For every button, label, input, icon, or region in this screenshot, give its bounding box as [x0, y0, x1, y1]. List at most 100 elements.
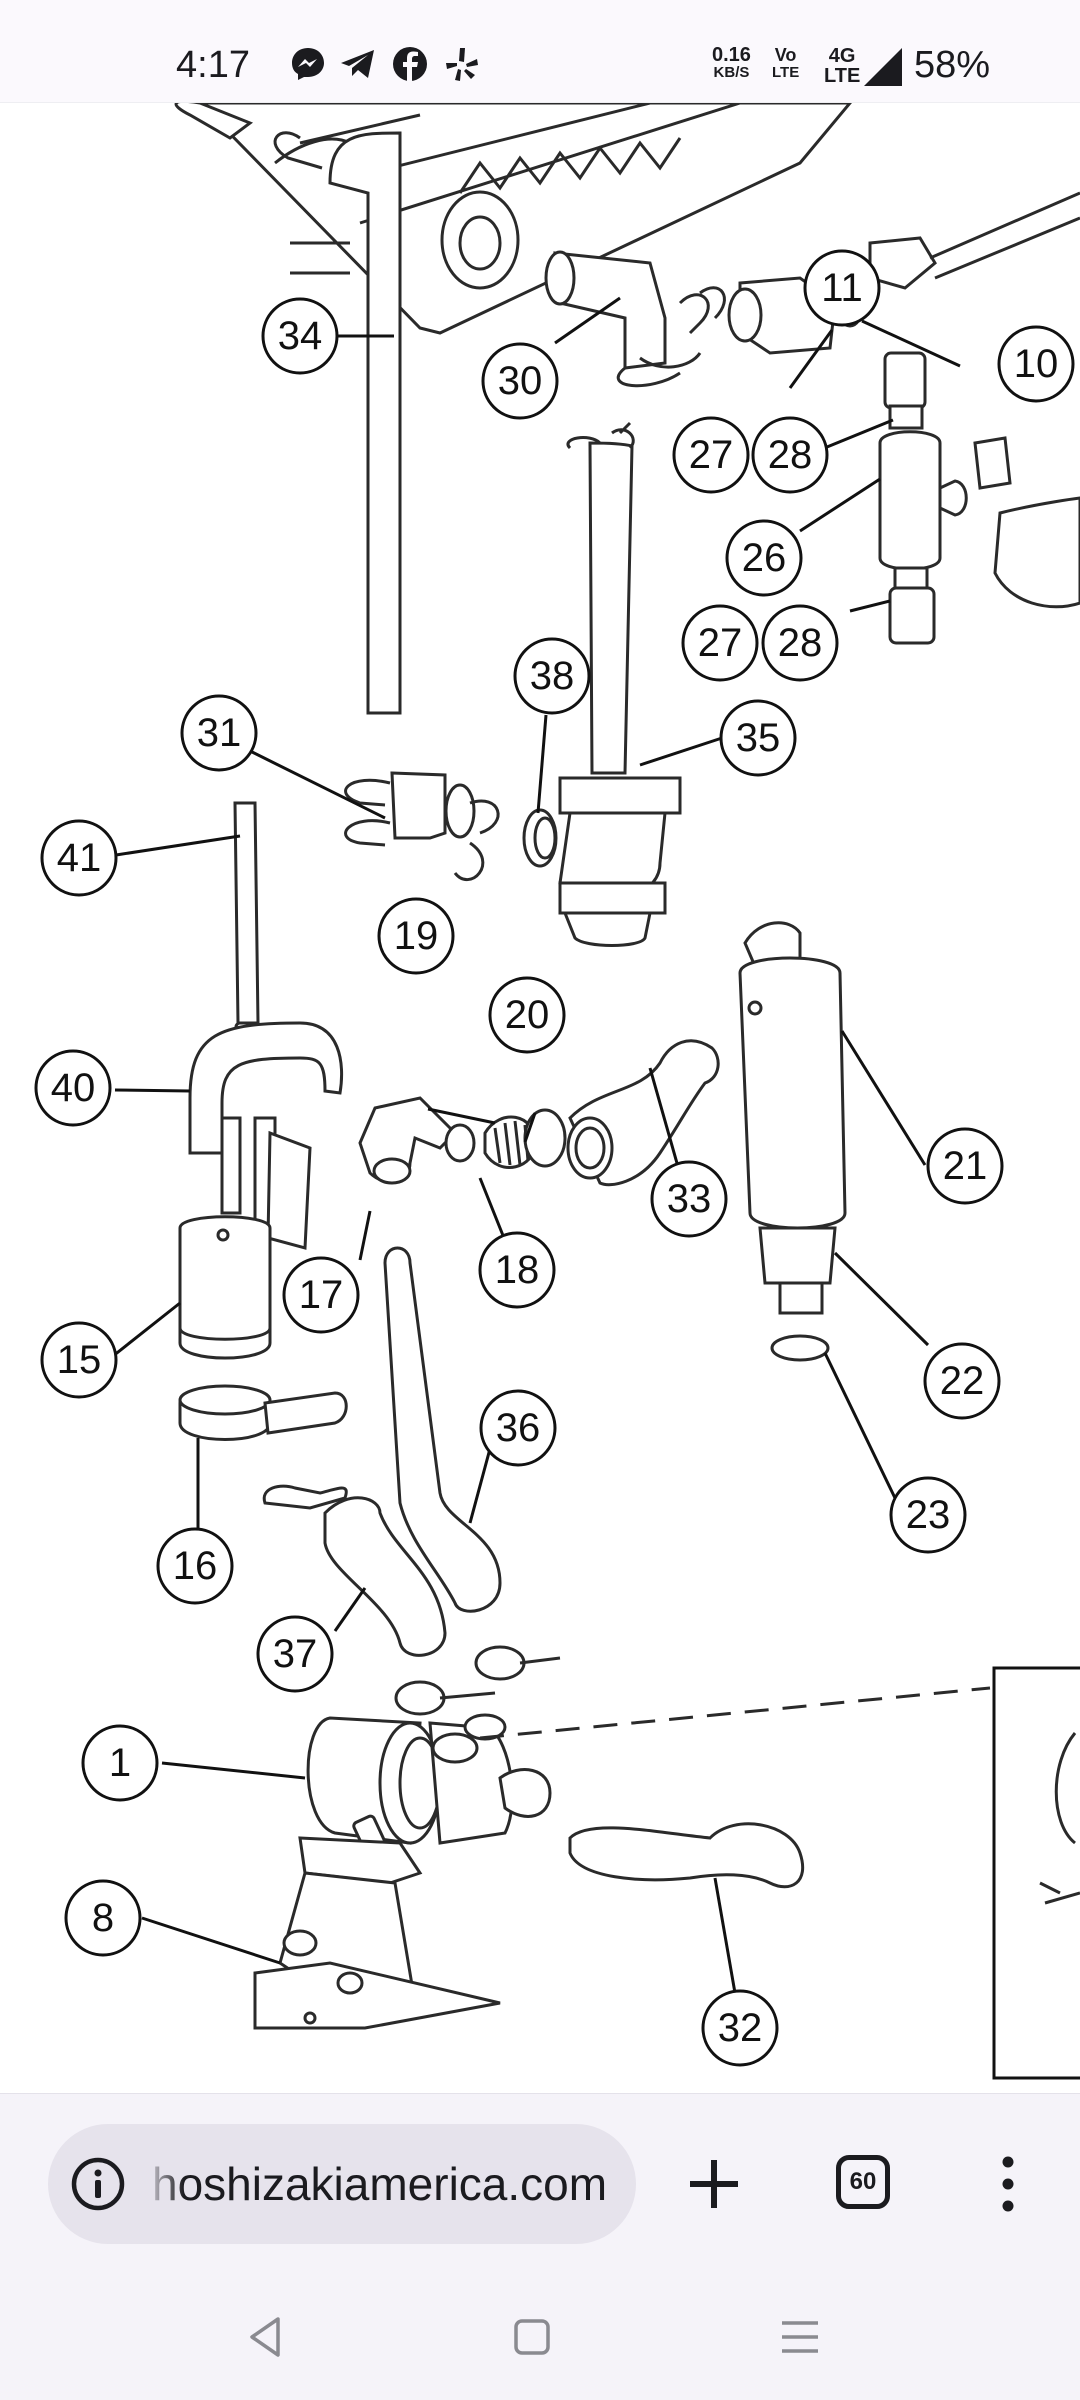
callout-21: 21: [926, 1127, 1004, 1205]
callout-28-upper: 28: [751, 416, 829, 494]
part-40-hose: [188, 1021, 344, 1155]
callout-10-label: 10: [1014, 342, 1059, 386]
part-34-tube: [328, 131, 402, 715]
part-15-bracket: [266, 1130, 312, 1250]
callout-37-label: 37: [273, 1632, 318, 1676]
callout-40-label: 40: [51, 1066, 96, 1110]
callout-31-label: 31: [197, 711, 242, 755]
callout-21-label: 21: [943, 1144, 988, 1188]
status-time: 4:17: [176, 44, 250, 86]
battery-percentage: 58%: [914, 44, 991, 86]
callout-26-label: 26: [742, 536, 787, 580]
callout-30-label: 30: [498, 359, 543, 403]
parts-diagram: 34 30 11 10 27 28 26 27 28 38 31 35 41 1…: [0, 103, 1080, 2093]
callout-40: 40: [34, 1049, 112, 1127]
switch: [973, 436, 1012, 490]
callout-28-lower: 28: [761, 604, 839, 682]
network-speed-value: 0.16: [712, 44, 751, 66]
callout-38: 38: [513, 637, 591, 715]
callout-23: 23: [889, 1476, 967, 1554]
callout-8-label: 8: [92, 1896, 114, 1940]
part-26-valve-body: [878, 430, 942, 571]
part-32-hose: [568, 1822, 805, 1889]
callout-20-label: 20: [505, 993, 550, 1037]
yelp-icon: [446, 48, 478, 81]
callout-28-lower-label: 28: [778, 621, 823, 665]
url-fade: [144, 2124, 184, 2244]
callout-11-label: 11: [821, 266, 863, 310]
callout-22-label: 22: [940, 1359, 985, 1403]
callout-27-upper: 27: [672, 416, 750, 494]
part-18-ring: [444, 1123, 476, 1163]
callout-27-upper-label: 27: [689, 433, 734, 477]
callout-41-label: 41: [57, 836, 102, 880]
url-text[interactable]: hoshizakiamerica.com: [152, 2158, 608, 2210]
overflow-menu-button[interactable]: [988, 2142, 1028, 2226]
callout-15: 15: [40, 1321, 118, 1399]
callout-19-label: 19: [394, 914, 439, 958]
callout-35-label: 35: [736, 716, 781, 760]
callout-18: 18: [478, 1231, 556, 1309]
messenger-icon: [292, 48, 324, 80]
network-speed-unit: KB/S: [713, 64, 750, 81]
telegram-icon: [341, 50, 374, 78]
callout-16: 16: [156, 1527, 234, 1605]
callout-34-label: 34: [278, 314, 323, 358]
network-speed: 0.16 KB/S: [712, 44, 751, 82]
facebook-icon: [393, 47, 427, 81]
home-icon[interactable]: [504, 2309, 560, 2365]
volte-bottom: LTE: [772, 64, 800, 81]
part-37-hose: [323, 1496, 447, 1657]
signal-icon: [864, 48, 902, 86]
header-fins: [299, 103, 741, 225]
part-30-tee: [553, 251, 667, 370]
right-cutoff-part: [993, 496, 1080, 609]
callout-22: 22: [923, 1342, 1001, 1420]
network-type-indicator: 4G LTE: [824, 46, 860, 86]
callout-41: 41: [40, 819, 118, 897]
network-type-top: 4G: [828, 45, 856, 67]
callout-32: 32: [701, 1989, 779, 2067]
back-icon[interactable]: [238, 2309, 294, 2365]
callout-10: 10: [997, 325, 1075, 403]
callout-38-label: 38: [530, 654, 575, 698]
callout-15-label: 15: [57, 1338, 102, 1382]
callout-27-lower: 27: [681, 604, 759, 682]
callout-1: 1: [81, 1724, 159, 1802]
callout-17: 17: [282, 1256, 360, 1334]
callout-17-label: 17: [299, 1273, 344, 1317]
callout-34: 34: [261, 297, 339, 375]
address-bar[interactable]: hoshizakiamerica.com: [48, 2124, 636, 2244]
recents-icon[interactable]: [772, 2309, 828, 2365]
callout-27-lower-label: 27: [698, 621, 743, 665]
callout-8: 8: [64, 1879, 142, 1957]
callout-37: 37: [256, 1615, 334, 1693]
callout-36: 36: [479, 1389, 557, 1467]
callout-16-label: 16: [173, 1544, 218, 1588]
callout-1-label: 1: [109, 1741, 131, 1785]
volte-top: Vo: [774, 45, 797, 65]
callout-26: 26: [725, 519, 803, 597]
callout-35: 35: [719, 699, 797, 777]
callout-33-label: 33: [667, 1177, 712, 1221]
part-22-fitting: [758, 1226, 837, 1285]
system-navigation-bar: [0, 2273, 1080, 2400]
callout-23-label: 23: [906, 1493, 951, 1537]
volte-indicator: Vo LTE: [772, 46, 799, 82]
callout-32-label: 32: [718, 2006, 763, 2050]
new-tab-button[interactable]: [678, 2142, 750, 2226]
callout-20: 20: [488, 976, 566, 1054]
tab-switcher-button[interactable]: 60: [836, 2155, 890, 2209]
callout-31: 31: [180, 694, 258, 772]
browser-toolbar: hoshizakiamerica.com 60: [0, 2093, 1080, 2274]
part-41-tube: [233, 801, 260, 1025]
info-icon[interactable]: [68, 2154, 128, 2214]
part-28-upper-fitting: [883, 351, 927, 410]
callout-33: 33: [650, 1160, 728, 1238]
detail-leader-dashed: [479, 1686, 991, 1740]
callout-19: 19: [377, 897, 455, 975]
callout-leaders: [107, 296, 961, 1994]
part-23-ring: [770, 1334, 830, 1362]
parts-diagram-drawing: 34 30 11 10 27 28 26 27 28 38 31 35 41 1…: [34, 103, 1080, 2080]
part-8-bracket-top: [298, 1836, 423, 1885]
